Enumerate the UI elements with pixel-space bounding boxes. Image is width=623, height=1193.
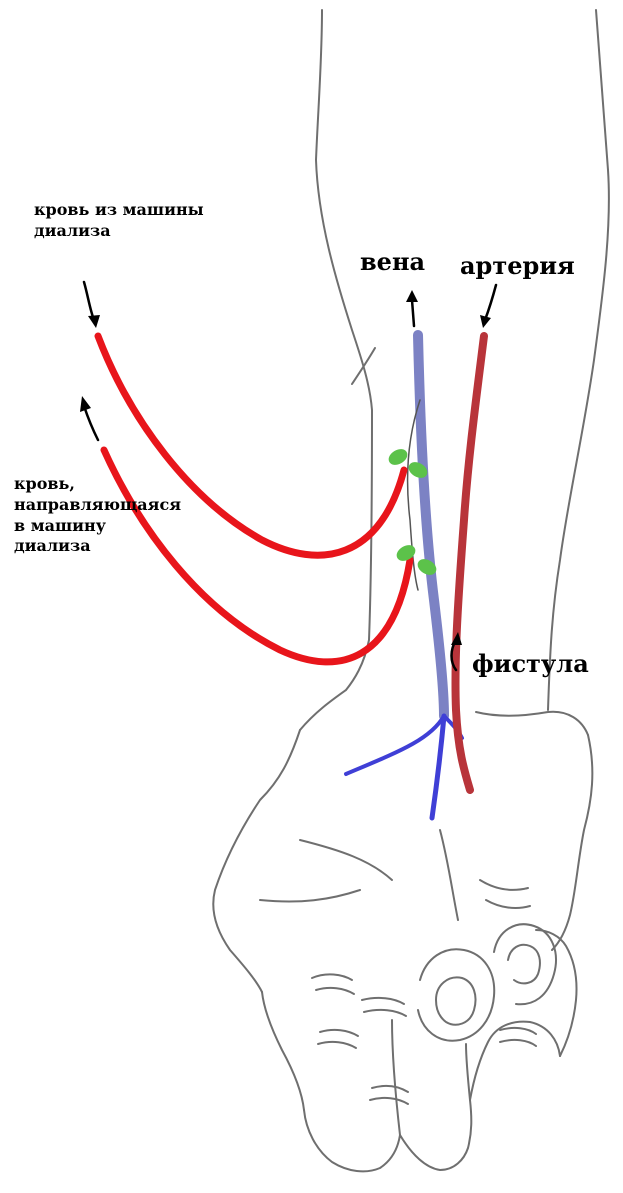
label-blood-from-machine-line-2: диализа	[34, 221, 204, 242]
label-blood-to-machine-line-3: в машину	[14, 516, 181, 537]
arrow-into-tube-icon	[84, 282, 100, 328]
artery	[455, 336, 484, 790]
label-artery: артерия	[460, 254, 575, 278]
arrow-out-of-tube-icon	[80, 396, 98, 440]
arrow-artery-down-icon	[480, 285, 496, 328]
label-blood-to-machine-line-2: направляющаяся	[14, 495, 181, 516]
label-blood-from-machine: кровь из машины диализа	[34, 200, 204, 242]
label-blood-from-machine-line-1: кровь из машины	[34, 200, 204, 221]
arrow-vein-up-icon	[406, 290, 418, 326]
arm-outline	[213, 10, 609, 1171]
label-blood-to-machine-line-4: диализа	[14, 536, 181, 557]
label-blood-to-machine-line-1: кровь,	[14, 474, 181, 495]
label-blood-to-machine: кровь, направляющаяся в машину диализа	[14, 474, 181, 557]
label-fistula: фистула	[472, 652, 589, 676]
label-vein: вена	[360, 250, 425, 274]
